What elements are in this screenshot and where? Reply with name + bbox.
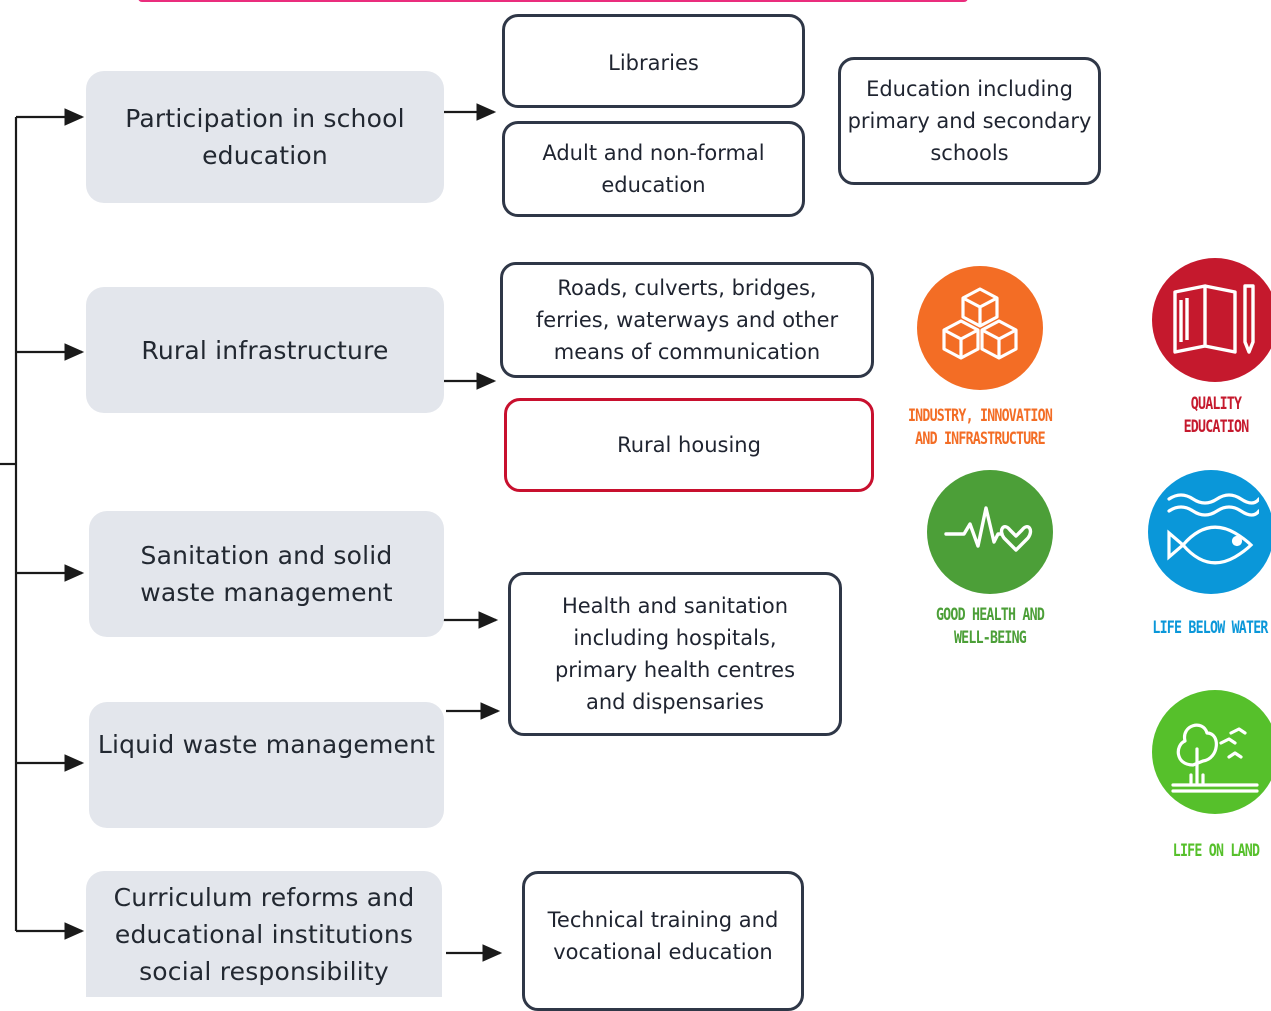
- sdg-life-on-land-icon: [1152, 690, 1271, 814]
- box-label: Libraries: [608, 51, 699, 75]
- category-participation-school-education: Participation in school education: [86, 71, 444, 203]
- sdg-label-good-health: GOOD HEALTH AND WELL-BEING: [935, 605, 1045, 648]
- tree-birds-icon: [1171, 723, 1259, 793]
- box-libraries: Libraries: [502, 14, 805, 108]
- box-label: Adult and non-formal education: [542, 141, 765, 197]
- category-label: Sanitation and solid waste management: [140, 541, 393, 607]
- box-technical-training: Technical training and vocational educat…: [522, 871, 804, 1011]
- box-roads-communication: Roads, culverts, bridges, ferries, water…: [500, 262, 874, 378]
- box-label: Education including primary and secondar…: [847, 77, 1092, 165]
- sdg-label-life-on-land: LIFE ON LAND: [1172, 841, 1260, 861]
- category-label: Curriculum reforms and educational insti…: [113, 882, 415, 986]
- category-label: Participation in school education: [125, 104, 405, 170]
- box-education-schools: Education including primary and secondar…: [838, 57, 1101, 185]
- sdg-label-industry: INDUSTRY, INNOVATION AND INFRASTRUCTURE: [907, 406, 1053, 449]
- box-label: Rural housing: [617, 433, 761, 457]
- category-sanitation-solid-waste: Sanitation and solid waste management: [89, 511, 444, 637]
- category-label: Liquid waste management: [97, 730, 436, 759]
- sdg-good-health-icon: [927, 470, 1053, 594]
- box-health-sanitation: Health and sanitation including hospital…: [508, 572, 842, 736]
- heartbeat-icon: [944, 506, 1033, 552]
- cubes-icon: [942, 287, 1018, 360]
- category-curriculum-reforms: Curriculum reforms and educational insti…: [86, 871, 442, 997]
- box-rural-housing: Rural housing: [504, 398, 874, 492]
- sdg-industry-innovation-icon: [917, 266, 1043, 390]
- box-label: Technical training and vocational educat…: [547, 908, 779, 964]
- sdg-label-quality-education: QUALITY EDUCATION: [1183, 394, 1250, 437]
- box-label: Roads, culverts, bridges, ferries, water…: [535, 276, 839, 364]
- category-rural-infrastructure: Rural infrastructure: [86, 287, 444, 413]
- category-label: Rural infrastructure: [141, 335, 389, 365]
- sdg-life-below-water-icon: [1148, 470, 1271, 594]
- category-liquid-waste-management: Liquid waste management: [89, 702, 444, 828]
- sdg-label-life-below-water: LIFE BELOW WATER: [1152, 618, 1268, 638]
- title-fragment: [138, 0, 968, 2]
- sdg-quality-education-icon: [1152, 258, 1271, 382]
- box-label: Health and sanitation including hospital…: [554, 594, 796, 714]
- book-pencil-icon: [1173, 284, 1255, 354]
- fish-waves-icon: [1167, 493, 1259, 565]
- box-adult-non-formal-education: Adult and non-formal education: [502, 121, 805, 217]
